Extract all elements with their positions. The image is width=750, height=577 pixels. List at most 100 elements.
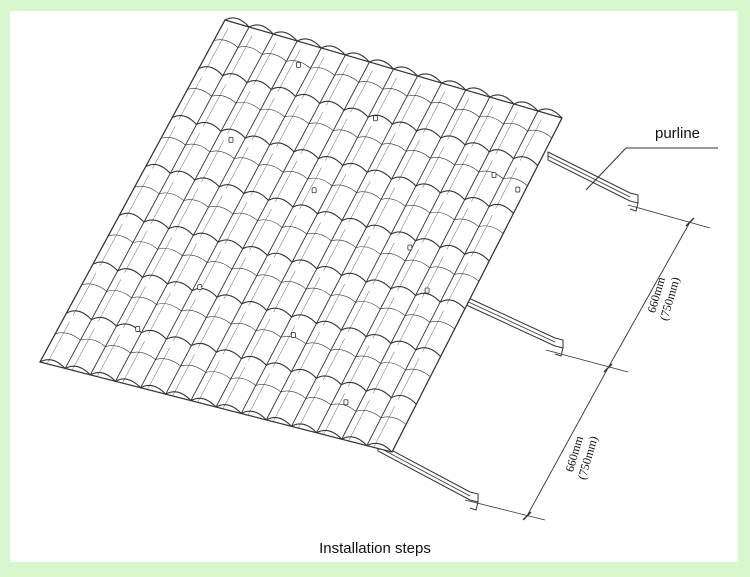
dimension-lines <box>464 204 711 521</box>
tile-rib-highlight <box>323 393 345 435</box>
purline-label: purline <box>655 125 700 142</box>
purlin-body <box>377 442 479 503</box>
tile-rib-line <box>316 220 343 270</box>
tile-rib-highlight <box>323 283 345 326</box>
tile-rib-highlight <box>150 181 174 225</box>
tile-rib-highlight <box>201 139 225 183</box>
dimension-tick <box>685 217 695 227</box>
tile-rib-line <box>192 186 220 236</box>
fastener-mark <box>491 172 497 179</box>
tile-rib-line <box>415 356 441 405</box>
tile-rib-line <box>316 384 342 433</box>
tile-rib-line <box>218 138 246 188</box>
tile-rib-highlight <box>397 249 420 291</box>
tile-rib-highlight <box>273 380 295 422</box>
tile-rib-line <box>267 151 295 201</box>
tile-rib-highlight <box>471 160 493 202</box>
tile-rib-highlight <box>299 167 322 210</box>
tile-rib-line <box>265 371 292 421</box>
tile-rib-line <box>91 270 119 320</box>
tile-rib-line <box>464 151 490 200</box>
tile-rib-line <box>243 144 271 194</box>
purline-callout-arrow <box>585 147 627 191</box>
tile-rib-highlight <box>223 257 247 300</box>
purlin-flange-line <box>377 446 471 497</box>
dimension-tick <box>522 511 532 521</box>
tile-rib-line <box>291 378 317 427</box>
tile-rib-highlight <box>247 373 270 416</box>
tile-rib-highlight <box>423 91 445 134</box>
tile-rib-line <box>265 316 292 366</box>
tile-rib-line <box>365 343 392 392</box>
tile-rib-highlight <box>198 250 222 293</box>
tile-rib-line <box>488 158 514 207</box>
tile-rib-highlight <box>422 146 445 189</box>
purlin-group <box>377 151 639 511</box>
tile-rib-line <box>140 338 167 388</box>
tile-rib-line <box>168 179 196 229</box>
tile-rib-highlight <box>447 98 470 141</box>
roof-tile-sheet <box>39 17 563 453</box>
dimension-extension-line <box>545 349 629 373</box>
tile-rib-highlight <box>301 56 325 99</box>
tile-rib-highlight <box>298 332 320 374</box>
dimension-extension-line <box>627 204 711 229</box>
tile-rib-highlight <box>348 180 371 223</box>
tile-rib-highlight <box>277 49 301 92</box>
tile-rib-highlight <box>446 262 469 305</box>
tile-rib-highlight <box>298 222 321 265</box>
tile-rib-highlight <box>173 299 196 342</box>
tile-rib-line <box>141 283 168 333</box>
tile-rib-line <box>390 349 417 398</box>
tile-rib-line <box>367 68 394 118</box>
tile-rib-line <box>341 227 367 276</box>
tile-rib-line <box>222 26 250 76</box>
purlin-flange-line <box>461 298 556 343</box>
tile-rib-line <box>319 54 346 104</box>
tile-rib-highlight <box>373 406 395 448</box>
tile-rib-line <box>391 130 417 180</box>
tile-rib-highlight <box>422 310 444 352</box>
tile-rib-line <box>513 165 539 214</box>
tile-rib-highlight <box>273 325 296 368</box>
tile-rib-line <box>340 336 367 385</box>
tile-rib-line <box>116 277 143 327</box>
tile-rib-highlight <box>205 28 229 71</box>
tile-rib-line <box>66 264 94 314</box>
tile-rib-highlight <box>253 42 277 85</box>
tile-rib-line <box>317 165 344 215</box>
tile-rib-highlight <box>348 235 370 278</box>
tile-rib-line <box>117 221 145 272</box>
tile-rib-line <box>64 319 92 369</box>
tile-rib-highlight <box>373 351 395 394</box>
tile-rib-highlight <box>398 139 420 182</box>
tile-rib-line <box>292 158 319 208</box>
tile-rib-highlight <box>148 292 171 335</box>
tile-rib-highlight <box>347 290 370 333</box>
tile-rib-line <box>198 19 226 70</box>
tile-rib-highlight <box>249 208 272 251</box>
fastener-mark <box>135 326 141 332</box>
tile-rib-line <box>342 117 369 166</box>
tile-rib-highlight <box>174 243 197 286</box>
dimension-line-upper <box>607 221 691 369</box>
tile-rib-highlight <box>99 224 123 267</box>
tile-rib-highlight <box>397 303 420 346</box>
fastener-mark <box>343 399 349 406</box>
tile-rib-line <box>118 166 147 216</box>
tile-rib-highlight <box>178 77 202 120</box>
tile-rib-highlight <box>273 215 297 258</box>
tile-rib-highlight <box>349 125 372 168</box>
tile-rib-highlight <box>251 98 275 141</box>
tile-rib-highlight <box>298 277 321 319</box>
tile-rib-line <box>295 47 322 97</box>
tile-rib-highlight <box>323 338 345 381</box>
purlin-body <box>547 151 639 204</box>
tile-rib-line <box>241 255 268 305</box>
tile-rib-highlight <box>471 215 493 257</box>
tile-rib-highlight <box>125 175 149 218</box>
tile-rib-line <box>315 275 342 324</box>
tile-rib-line <box>365 288 392 338</box>
tile-rib-line <box>415 192 441 242</box>
tile-rib-line <box>270 40 298 90</box>
